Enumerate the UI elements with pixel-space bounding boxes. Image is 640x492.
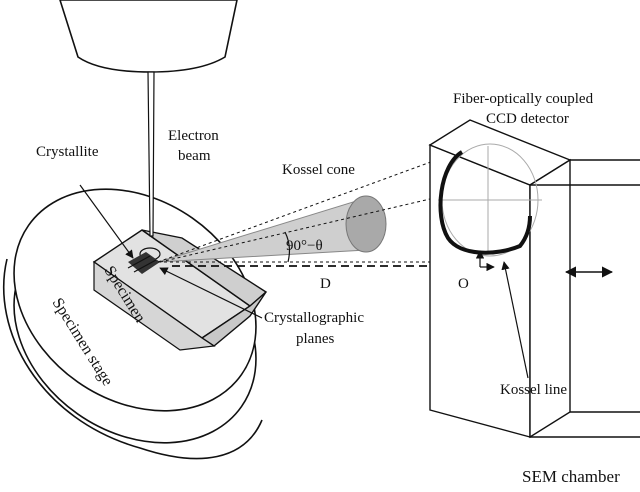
crystallographic-planes-label-2: planes xyxy=(296,331,334,347)
electron-beam-label-2: beam xyxy=(178,148,211,164)
planes-pointer xyxy=(159,267,263,319)
detector-label-1: Fiber-optically coupled xyxy=(453,91,594,107)
kossel-line-label: Kossel line xyxy=(500,382,567,398)
detector-label-2: CCD detector xyxy=(486,111,569,127)
crystallite-label: Crystallite xyxy=(36,144,99,160)
kossel-cone-label: Kossel cone xyxy=(282,162,355,178)
crystallite-pointer xyxy=(79,184,134,259)
kossel-cone-shape xyxy=(157,195,387,263)
axis-arrows-icon xyxy=(475,250,495,272)
electron-beam xyxy=(147,71,155,237)
origin-label: O xyxy=(458,276,469,292)
crystallite-shape xyxy=(127,252,160,274)
kossel-line-arc xyxy=(438,150,532,255)
electron-beam-label-1: Electron xyxy=(168,128,219,144)
ccd-detector xyxy=(428,119,640,439)
electron-gun xyxy=(59,0,238,73)
angle-label: 90°−θ xyxy=(286,238,323,254)
distance-label: D xyxy=(320,276,331,292)
kossel-line-pointer xyxy=(501,261,529,379)
angle-arc xyxy=(284,231,291,263)
crystallographic-planes-label-1: Crystallographic xyxy=(264,310,364,326)
chamber-label: SEM chamber xyxy=(522,467,620,486)
specimen-block xyxy=(92,229,268,351)
